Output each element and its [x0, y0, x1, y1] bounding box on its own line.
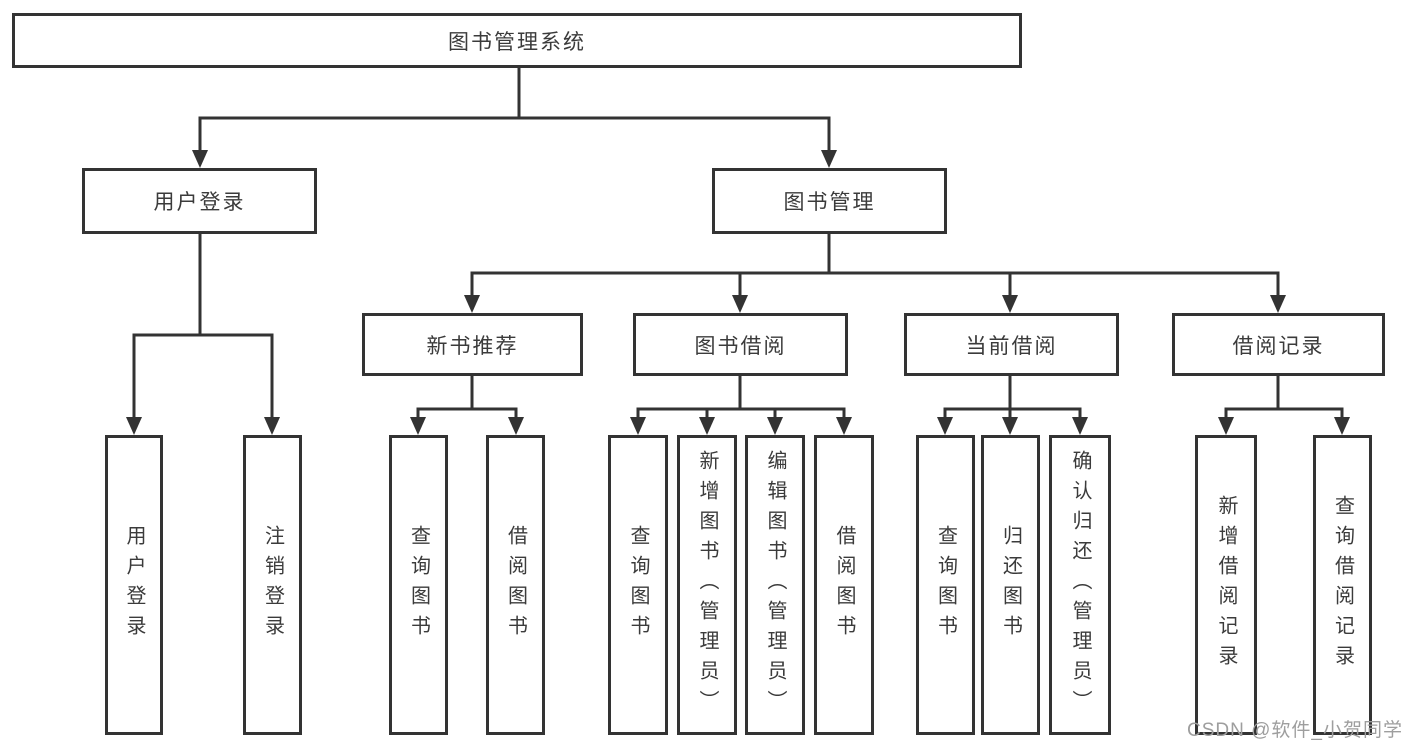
node-label: 新书推荐 [426, 334, 519, 358]
node-label: 新增借阅记录 [1215, 495, 1237, 675]
leaf-add-books-admin: 新增图书（管理员） [677, 435, 737, 735]
node-label: 借阅图书 [833, 525, 855, 645]
node-label: 查询图书 [407, 525, 430, 645]
node-library-management-system: 图书管理系统 [12, 13, 1022, 68]
node-label: 用户登录 [153, 191, 246, 214]
connector-book-mgmt [470, 233, 1280, 301]
node-label: 编辑图书（管理员） [764, 450, 786, 720]
node-label: 图书管理 [783, 191, 876, 214]
node-label: 查询借阅记录 [1331, 495, 1354, 675]
node-label: 用户登录 [123, 525, 145, 645]
node-label: 新增图书（管理员） [696, 450, 718, 720]
connector-borrow-records [1224, 374, 1344, 423]
leaf-edit-books-admin: 编辑图书（管理员） [745, 435, 805, 735]
node-label: 归还图书 [999, 525, 1022, 645]
node-current-borrowing: 当前借阅 [904, 313, 1119, 376]
leaf-query-books-1: 查询图书 [389, 435, 448, 735]
leaf-return-books: 归还图书 [981, 435, 1040, 735]
leaf-borrow-books-2: 借阅图书 [814, 435, 874, 735]
leaf-logout: 注销登录 [243, 435, 302, 735]
leaf-add-borrow-record: 新增借阅记录 [1195, 435, 1257, 735]
node-label: 查询图书 [627, 525, 649, 645]
node-label: 查询图书 [934, 525, 957, 645]
leaf-query-borrow-record: 查询借阅记录 [1313, 435, 1372, 735]
node-user-login: 用户登录 [82, 168, 317, 234]
node-label: 确认归还（管理员） [1069, 450, 1091, 720]
csdn-watermark: CSDN @软件_小贺同学 [1187, 720, 1403, 741]
connector-current-borrow [943, 374, 1082, 423]
leaf-query-books-3: 查询图书 [916, 435, 975, 735]
node-label: 图书管理系统 [448, 30, 586, 54]
leaf-borrow-books-1: 借阅图书 [486, 435, 545, 735]
node-book-borrowing: 图书借阅 [633, 313, 848, 376]
connector-book-borrow [636, 374, 846, 423]
node-label: 当前借阅 [965, 334, 1058, 358]
node-book-management: 图书管理 [712, 168, 947, 234]
node-label: 借阅记录 [1232, 334, 1325, 358]
connector-new-book-rec [416, 374, 518, 423]
node-new-book-recommend: 新书推荐 [362, 313, 583, 376]
node-label: 图书借阅 [694, 334, 787, 358]
arrowheads [126, 150, 1350, 435]
leaf-user-login: 用户登录 [105, 435, 163, 735]
node-borrowing-records: 借阅记录 [1172, 313, 1385, 376]
leaf-confirm-return-admin: 确认归还（管理员） [1049, 435, 1111, 735]
connector-user-login [132, 231, 274, 423]
leaf-query-books-2: 查询图书 [608, 435, 668, 735]
node-label: 注销登录 [261, 525, 284, 645]
connector-root [198, 66, 831, 156]
node-label: 借阅图书 [504, 525, 527, 645]
